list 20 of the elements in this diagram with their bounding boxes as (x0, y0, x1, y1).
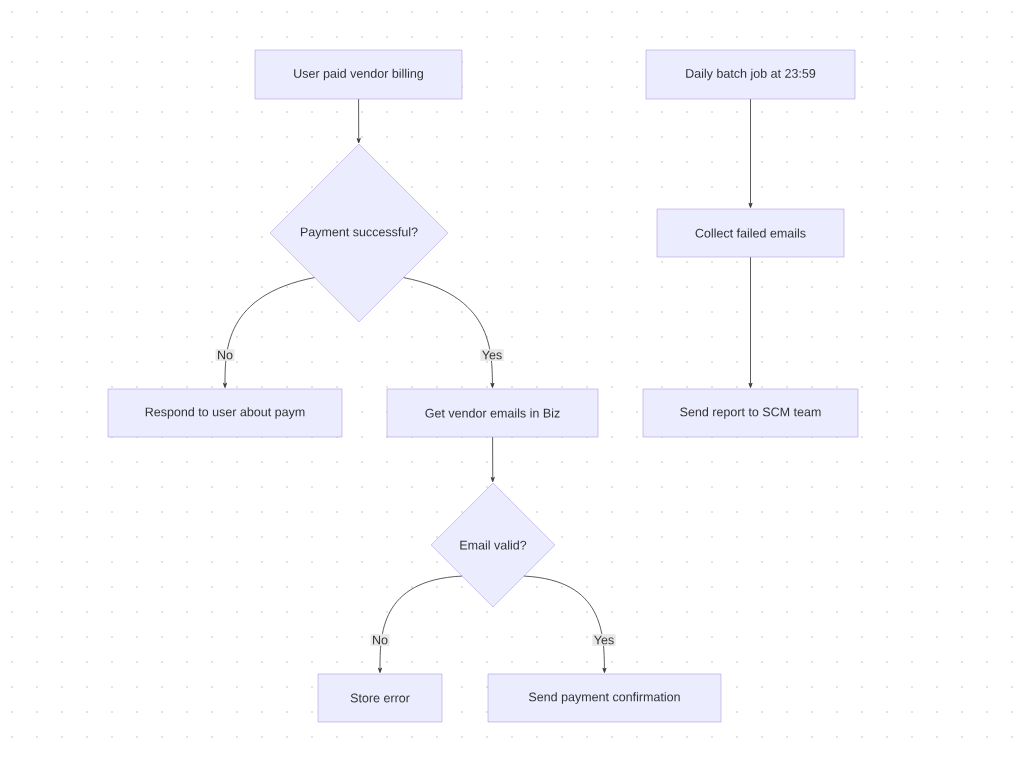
arrow (523, 575, 607, 673)
process-box: Daily batch job at 23:59 (645, 49, 856, 100)
arrow (356, 98, 361, 144)
arrow (490, 436, 495, 483)
process-box: Collect failed emails (656, 208, 845, 258)
arrow (748, 98, 753, 208)
process-box: Send payment confirmation (487, 673, 722, 723)
process-box: Store error (317, 673, 443, 723)
arrow (748, 256, 753, 388)
edge-label: No (370, 634, 390, 646)
edge-label: No (215, 349, 235, 361)
process-box: User paid vendor billing (254, 49, 463, 100)
arrow (223, 277, 315, 388)
edge-label: Yes (592, 634, 616, 646)
edge-label: Yes (480, 349, 504, 361)
process-box: Get vendor emails in Biz (386, 388, 599, 438)
arrow (403, 277, 495, 388)
process-box: Send report to SCM team (642, 388, 859, 438)
arrow (378, 575, 463, 673)
process-box: Respond to user about paym (107, 388, 343, 438)
